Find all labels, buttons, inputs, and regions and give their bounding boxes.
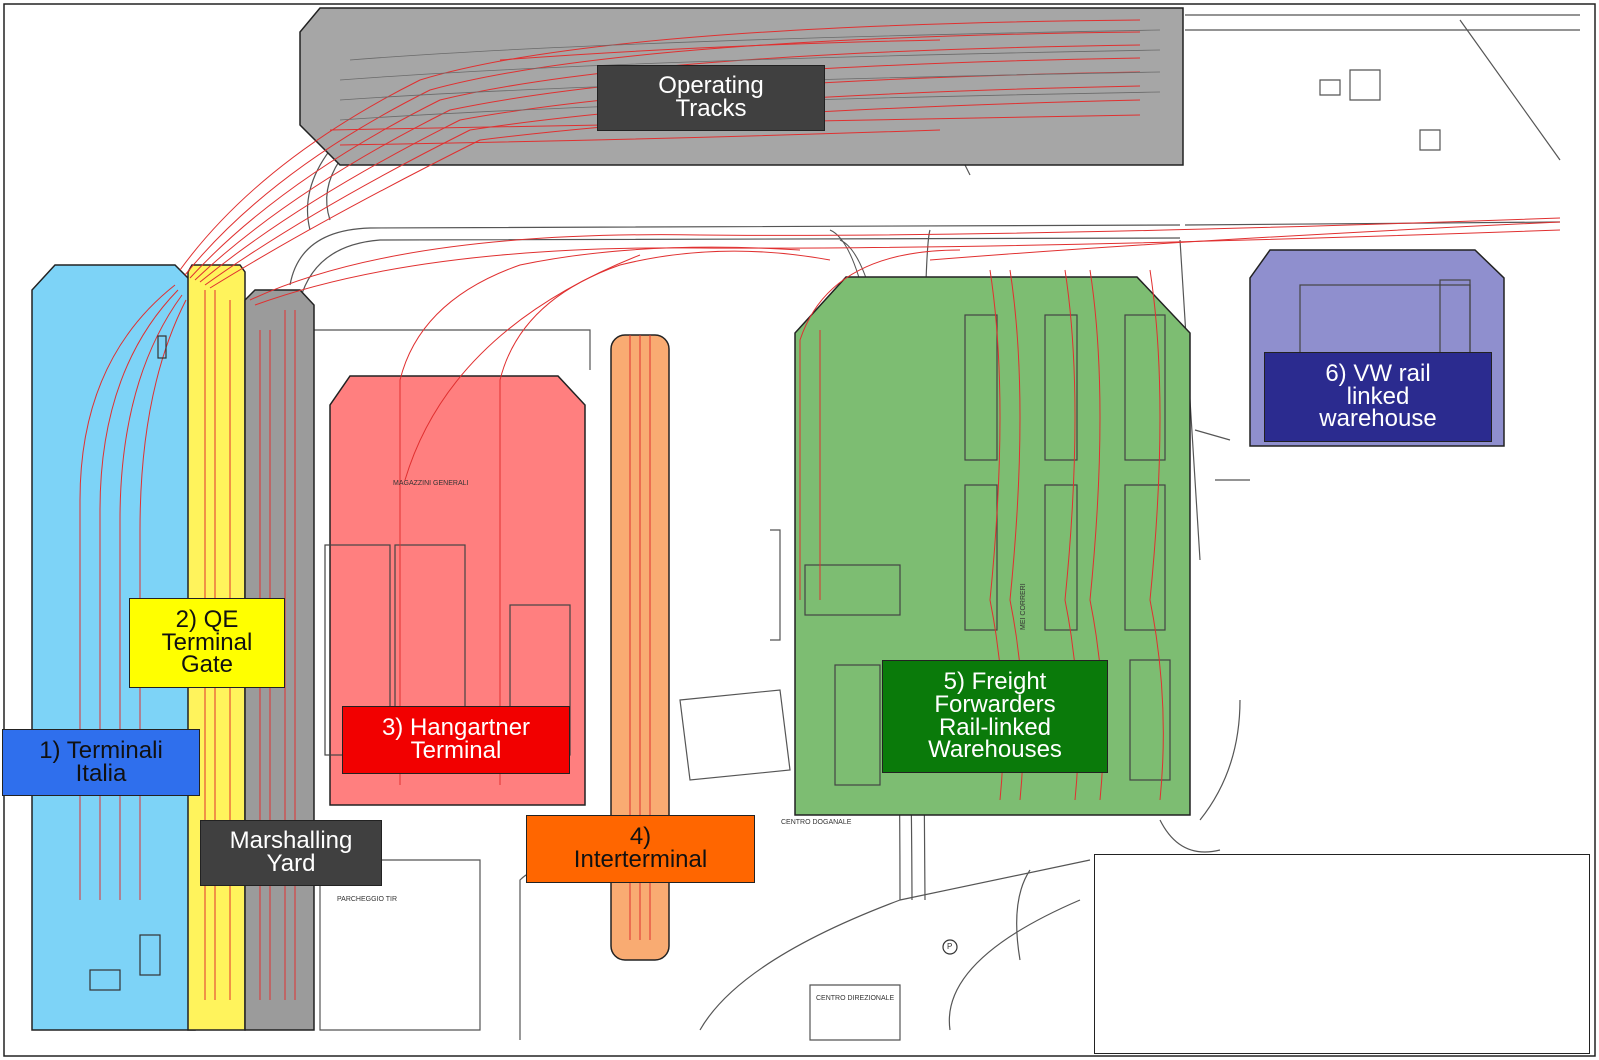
label-vw-warehouse[interactable]: 6) VW rail linked warehouse	[1264, 352, 1492, 442]
centro-doganale-label: CENTRO DOGANALE	[781, 819, 852, 826]
map-frame	[3, 3, 1596, 1057]
label-interterminal[interactable]: 4) Interterminal	[526, 815, 755, 883]
label-operating-tracks[interactable]: Operating Tracks	[597, 65, 825, 131]
building-outlines	[324, 279, 1471, 786]
zone-hangartner-terminal[interactable]	[329, 375, 586, 806]
legend-box	[1094, 854, 1590, 1054]
label-freight-forwarders[interactable]: 5) Freight Forwarders Rail-linked Wareho…	[882, 660, 1108, 773]
magazzini-generali-label: MAGAZZINI GENERALI	[393, 480, 469, 487]
corrieri-label: MEI CORRERI	[1020, 583, 1027, 630]
label-qe-terminal-gate[interactable]: 2) QE Terminal Gate	[129, 598, 285, 688]
parcheggio-tir-label: PARCHEGGIO TIR	[337, 896, 398, 903]
label-hangartner-terminal[interactable]: 3) Hangartner Terminal	[342, 706, 570, 774]
map-symbols	[89, 335, 958, 991]
label-terminali-italia[interactable]: 1) Terminali Italia	[2, 729, 200, 796]
parking-symbol: P	[947, 942, 953, 951]
label-marshalling-yard[interactable]: Marshalling Yard	[200, 820, 382, 886]
centro-direzionale-label: CENTRO DIREZIONALE	[816, 995, 895, 1002]
